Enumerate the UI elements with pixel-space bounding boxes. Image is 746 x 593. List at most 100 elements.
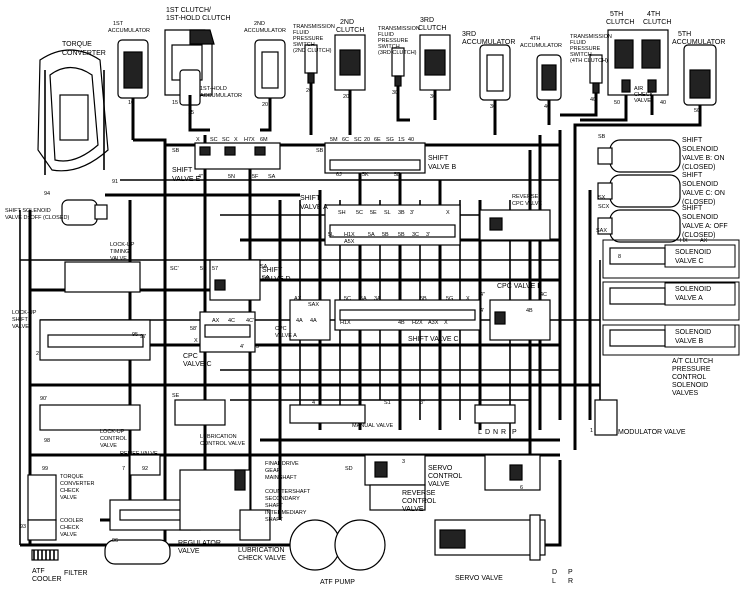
port-tag: X: [446, 210, 450, 216]
atf-cooler: [31, 549, 59, 561]
port-tag: 98: [44, 438, 50, 444]
filter: [104, 539, 171, 565]
port-tag: 5R: [200, 266, 207, 272]
cpc-valve-b: [489, 299, 551, 341]
port-tag: 3": [420, 400, 425, 406]
clutch-2nd: [334, 34, 366, 91]
accumulator-1st: [117, 39, 149, 140]
port-tag: SCX: [598, 204, 610, 210]
shift-valve-b: [324, 142, 426, 174]
port-tag: 4': [480, 308, 484, 314]
label-relief-valve: RELIEF VALVE: [120, 451, 158, 457]
port-tag: SE: [172, 393, 180, 399]
modulator-valve: [594, 399, 618, 436]
port-tag: 4A: [310, 318, 317, 324]
port-tag: SG: [386, 137, 394, 143]
port-tag: A3X: [428, 320, 439, 326]
servo-valve: [434, 514, 546, 561]
port-tag: 5C: [344, 296, 351, 302]
port-tag: 5A: [368, 232, 375, 238]
port-tag: 5B: [420, 296, 427, 302]
port-tag: 4A: [296, 318, 303, 324]
port-tag: 3A: [374, 296, 381, 302]
lubrication-control-valve: [174, 399, 226, 426]
servo-control-valve: [364, 454, 426, 486]
air-check-valves: [621, 79, 657, 93]
port-tag: 6C: [342, 137, 349, 143]
label-cpc-valve-b: CPC VALVE B: [497, 283, 542, 290]
port-tfp-4th: 40: [590, 97, 596, 103]
port-tag: 93: [20, 524, 26, 530]
port-tag: 5N: [228, 174, 235, 180]
port-tag: 20: [364, 137, 370, 143]
port-tag: SA: [260, 264, 268, 270]
port-tag: 5A: [360, 296, 367, 302]
port-tag: A5X: [344, 239, 355, 245]
port-acc-1st: 10: [128, 100, 134, 106]
port-tag: 5D: [394, 172, 401, 178]
port-tag: 3': [426, 232, 430, 238]
port-tag: 5E: [370, 210, 377, 216]
reverse-control-valve: [369, 484, 426, 511]
lockup-timing-valve: [64, 261, 141, 293]
solenoid-valve-c: [602, 239, 740, 279]
shift-valve-a: [324, 204, 461, 246]
pressure-switch-4th: [589, 54, 603, 94]
port-acc-1st-hold: 15: [188, 110, 194, 116]
servo-right-block: [484, 454, 541, 491]
port-tag: 1S: [398, 137, 405, 143]
port-tag: 3C: [412, 232, 419, 238]
accumulator-4th: [536, 54, 562, 101]
port-clutch-2nd: 20: [343, 94, 349, 100]
port-tag: H1X: [344, 232, 355, 238]
port-tag: 5B: [382, 232, 389, 238]
port-tag: X: [194, 338, 198, 344]
port-clutch-4th: 40: [660, 100, 666, 106]
port-tag: 6M: [260, 137, 268, 143]
port-tag: SB: [316, 148, 324, 154]
reverse-cpc-valve: [479, 209, 551, 241]
port-tag: AX: [700, 238, 708, 244]
port-tag: 4C: [540, 292, 547, 298]
port-tag: 90': [40, 396, 47, 402]
torque-converter-check-valve: [27, 474, 57, 521]
port-clutch-1st: 15: [172, 100, 178, 106]
pressure-switch-2nd: [304, 44, 318, 84]
port-acc-4th: 40: [544, 104, 550, 110]
shaft-block: [179, 469, 251, 531]
port-tag: 8: [618, 254, 621, 260]
port-acc-3rd: 30: [490, 104, 496, 110]
port-tag: 5G: [446, 296, 453, 302]
port-clutch-5th: 50: [614, 100, 620, 106]
port-tag: 2: [36, 351, 39, 357]
shift-valve-e: [194, 142, 281, 170]
solenoid-valve-a: [602, 281, 740, 321]
port-tag: 4C: [228, 318, 235, 324]
port-tag: SC: [210, 137, 218, 143]
port-tag: 96: [112, 538, 118, 544]
shift-solenoid-valve-d: [61, 199, 108, 226]
port-tag: 1: [590, 428, 593, 434]
port-tag: X: [234, 137, 238, 143]
